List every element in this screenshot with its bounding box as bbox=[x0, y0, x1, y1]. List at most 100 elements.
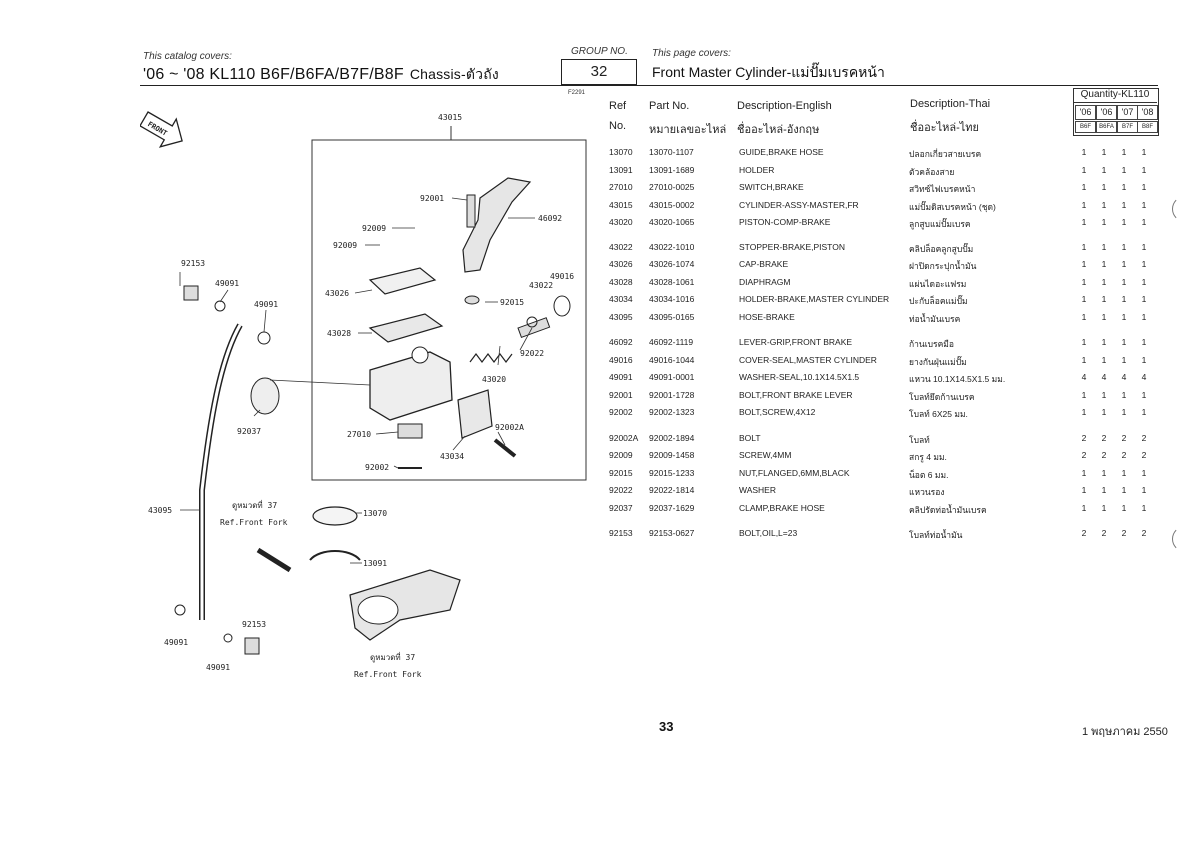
description-th-cell: โบลท์ 6X25 มม. bbox=[909, 409, 968, 419]
quantity-cell: 1 bbox=[1121, 337, 1127, 347]
part-number-cell: 46092-1119 bbox=[649, 337, 694, 347]
description-en-cell: BOLT,OIL,L=23 bbox=[739, 528, 798, 538]
quantity-cell: 1 bbox=[1121, 389, 1127, 400]
quantity-title: Quantity-KL110 bbox=[1073, 88, 1157, 103]
brake-hose bbox=[199, 323, 243, 620]
description-en-cell: COVER-SEAL,MASTER CYLINDER bbox=[739, 354, 877, 365]
quantity-cell: 2 bbox=[1101, 528, 1107, 538]
model-b7f: B7F bbox=[1117, 121, 1138, 133]
quantity-cell: 1 bbox=[1121, 467, 1127, 478]
quantity-cell: 1 bbox=[1121, 164, 1127, 175]
callout-92153-top: 92153 bbox=[181, 259, 205, 268]
description-th-cell: ลูกสูบแม่ปั๊มเบรค bbox=[909, 219, 971, 229]
oil-bolt-upper bbox=[183, 285, 199, 301]
quantity-cell: 1 bbox=[1141, 407, 1147, 417]
cylinder-port bbox=[411, 346, 429, 364]
quantity-cell: 1 bbox=[1121, 199, 1127, 210]
hose-holder bbox=[309, 550, 361, 561]
callout-43026: 43026 bbox=[325, 289, 349, 298]
description-en-cell: CYLINDER-ASSY-MASTER,FR bbox=[739, 199, 859, 210]
description-en-cell: WASHER bbox=[739, 485, 776, 495]
callout-13070: 13070 bbox=[363, 509, 387, 518]
quantity-cell: 2 bbox=[1141, 450, 1147, 460]
callout-43022: 43022 bbox=[529, 281, 553, 290]
footer-date: 1 พฤษภาคม 2550 bbox=[1082, 726, 1168, 738]
quantity-cell: 1 bbox=[1081, 259, 1087, 269]
description-th-cell: โบลท์ bbox=[909, 434, 930, 445]
description-en-cell: HOLDER-BRAKE,MASTER CYLINDER bbox=[739, 294, 890, 304]
quantity-cell: 1 bbox=[1141, 389, 1147, 400]
callout-43020: 43020 bbox=[482, 375, 506, 384]
quantity-cell: 1 bbox=[1141, 199, 1147, 210]
quantity-cell: 1 bbox=[1081, 241, 1087, 252]
page-number: 33 bbox=[659, 719, 674, 734]
quantity-cell: 1 bbox=[1121, 502, 1127, 513]
quantity-cell: 1 bbox=[1101, 276, 1107, 287]
quantity-cell: 1 bbox=[1121, 241, 1127, 252]
quantity-cell: 1 bbox=[1101, 164, 1107, 175]
ref-cell: 92015 bbox=[609, 467, 633, 478]
washer-49091-left bbox=[214, 300, 226, 312]
ref-cell: 43028 bbox=[609, 276, 633, 287]
ref-cell: 43026 bbox=[609, 259, 633, 269]
quantity-cell: 2 bbox=[1081, 528, 1087, 538]
callout-92002: 92002 bbox=[365, 463, 389, 472]
description-en-cell: WASHER-SEAL,10.1X14.5X1.5 bbox=[739, 372, 860, 382]
description-en-cell: LEVER-GRIP,FRONT BRAKE bbox=[739, 337, 853, 347]
quantity-cell: 4 bbox=[1121, 372, 1127, 382]
diaphragm bbox=[368, 313, 444, 343]
callout-92015: 92015 bbox=[500, 298, 524, 307]
description-th-cell: ตัวคล้องสาย bbox=[909, 166, 955, 177]
callout-92037: 92037 bbox=[237, 427, 261, 436]
figure-number: F2291 bbox=[568, 90, 586, 96]
master-cylinder-holder bbox=[457, 389, 493, 439]
ref-cell: 43095 bbox=[609, 311, 633, 322]
quantity-cell: 1 bbox=[1101, 311, 1107, 322]
part-number-cell: 49091-0001 bbox=[649, 372, 695, 382]
ref-cell: 92037 bbox=[609, 502, 633, 513]
nut-92015 bbox=[464, 295, 480, 305]
quantity-cell: 1 bbox=[1141, 182, 1147, 192]
fork-bracket-hole bbox=[357, 595, 399, 625]
quantity-cell: 1 bbox=[1141, 467, 1147, 478]
quantity-cell: 1 bbox=[1101, 389, 1107, 400]
col-desc-en-th: ชื่ออะไหล่-อังกฤษ bbox=[737, 124, 820, 136]
assembly-box bbox=[311, 139, 587, 481]
binder-hole-top bbox=[1172, 196, 1198, 222]
quantity-cell: 2 bbox=[1081, 432, 1087, 443]
col-desc-en: Description-English bbox=[737, 100, 832, 112]
master-cylinder-body bbox=[369, 351, 453, 421]
description-en-cell: NUT,FLANGED,6MM,BLACK bbox=[739, 467, 850, 478]
description-th-cell: โบลท์ยึดก้านเบรค bbox=[909, 391, 975, 402]
callout-43034: 43034 bbox=[440, 452, 464, 461]
quantity-cell: 4 bbox=[1081, 372, 1087, 382]
quantity-header bbox=[1073, 88, 1159, 136]
quantity-cell: 1 bbox=[1121, 407, 1127, 417]
exploded-diagram: FRONT bbox=[140, 111, 587, 679]
hose-clamp bbox=[250, 377, 280, 415]
quantity-cell: 1 bbox=[1141, 485, 1147, 495]
catalog-covers-label: This catalog covers: bbox=[143, 51, 232, 62]
ref-group-lower: ดูหมวดที่ 37 bbox=[370, 651, 415, 663]
quantity-cell: 1 bbox=[1101, 354, 1107, 365]
part-number-cell: 92002-1323 bbox=[649, 407, 695, 417]
part-number-cell: 92001-1728 bbox=[649, 389, 695, 400]
quantity-cell: 2 bbox=[1121, 432, 1127, 443]
quantity-cell: 1 bbox=[1081, 337, 1087, 347]
quantity-cell: 2 bbox=[1141, 432, 1147, 443]
callout-92153-lower: 92153 bbox=[242, 620, 266, 629]
quantity-cell: 1 bbox=[1101, 337, 1107, 347]
washer-49091-top bbox=[257, 331, 271, 345]
brake-lever bbox=[462, 177, 532, 273]
part-number-cell: 43020-1065 bbox=[649, 217, 695, 227]
ref-cell: 43020 bbox=[609, 217, 633, 227]
